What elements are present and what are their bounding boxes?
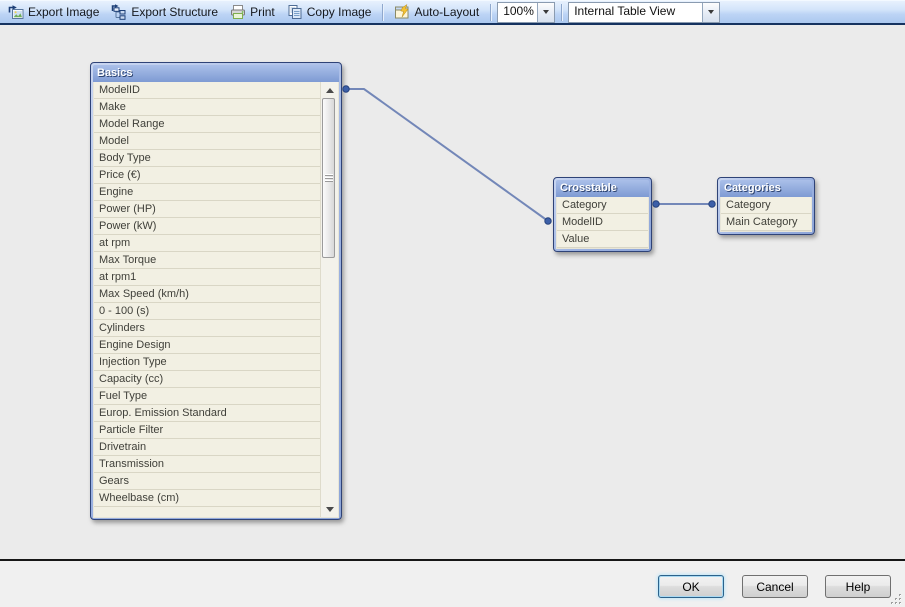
toolbar-button-label: Print	[250, 5, 275, 19]
table-row[interactable]: Fuel Type	[94, 388, 320, 405]
chevron-down-icon[interactable]	[702, 2, 720, 22]
table-row[interactable]: ModelID	[557, 214, 648, 231]
table-row[interactable]: Body Type	[94, 150, 320, 167]
scroll-up-arrow-icon[interactable]	[321, 82, 338, 98]
view-mode-select[interactable]: Internal Table View	[568, 1, 721, 23]
table-row[interactable]: Make	[94, 99, 320, 116]
print-button[interactable]: Print	[225, 2, 280, 22]
print-icon	[230, 4, 246, 20]
table-row[interactable]: Category	[721, 197, 811, 214]
table-row[interactable]: Particle Filter	[94, 422, 320, 439]
resize-grip-icon[interactable]	[889, 592, 902, 605]
table-row[interactable]: Power (HP)	[94, 201, 320, 218]
table-row[interactable]: Category	[557, 197, 648, 214]
table-row[interactable]: Value	[557, 231, 648, 248]
toolbar-separator	[490, 3, 492, 21]
table-row[interactable]: Drivetrain	[94, 439, 320, 456]
vertical-scrollbar[interactable]	[320, 82, 338, 517]
connection-dot	[652, 200, 660, 208]
table-row[interactable]: Max Speed (km/h)	[94, 286, 320, 303]
table-row[interactable]: ModelID	[94, 82, 320, 99]
chevron-down-icon[interactable]	[537, 2, 555, 22]
table-row[interactable]: Price (€)	[94, 167, 320, 184]
export-structure-icon	[111, 4, 127, 20]
auto-layout-icon	[394, 4, 410, 20]
copy-image-button[interactable]: Copy Image	[282, 2, 377, 22]
cancel-button[interactable]: Cancel	[742, 575, 808, 598]
table-row[interactable]: Max Torque	[94, 252, 320, 269]
table-row[interactable]: at rpm1	[94, 269, 320, 286]
toolbar-button-label: Export Image	[28, 5, 100, 19]
table-row[interactable]: Engine	[94, 184, 320, 201]
auto-layout-button[interactable]: Auto-Layout	[389, 2, 484, 22]
help-button[interactable]: Help	[825, 575, 891, 598]
toolbar: Export Image Export Structure Print Copy…	[0, 0, 905, 25]
export-structure-button[interactable]: Export Structure	[106, 2, 223, 22]
table-row[interactable]: Model Range	[94, 116, 320, 133]
toolbar-button-label: Export Structure	[131, 5, 219, 19]
scroll-down-arrow-icon[interactable]	[321, 501, 338, 517]
table-row[interactable]: Cylinders	[94, 320, 320, 337]
scrollbar-grip	[324, 174, 333, 182]
toolbar-button-label: Copy Image	[306, 5, 372, 19]
table-row[interactable]: Europ. Emission Standard	[94, 405, 320, 422]
table-row[interactable]: Power (kW)	[94, 218, 320, 235]
export-image-button[interactable]: Export Image	[3, 2, 104, 22]
table-row[interactable]: 0 - 100 (s)	[94, 303, 320, 320]
dialog-footer: OK Cancel Help	[0, 561, 905, 607]
toolbar-separator	[561, 3, 563, 21]
table-row[interactable]: at rpm	[94, 235, 320, 252]
zoom-level-select[interactable]: 100%	[497, 1, 556, 23]
copy-image-icon	[287, 4, 303, 20]
footer-divider	[0, 559, 905, 561]
zoom-level-value: 100%	[503, 3, 534, 18]
table-title[interactable]: Categories	[720, 180, 812, 197]
connection-dot	[544, 217, 552, 225]
table-title[interactable]: Basics	[93, 65, 339, 82]
view-mode-value: Internal Table View	[574, 3, 676, 18]
table-row[interactable]: Injection Type	[94, 354, 320, 371]
table-row[interactable]: Wheelbase (cm)	[94, 490, 320, 507]
table-row[interactable]: Model	[94, 133, 320, 150]
connection-dot	[342, 85, 350, 93]
table-row[interactable]: Capacity (cc)	[94, 371, 320, 388]
table-row[interactable]: Gears	[94, 473, 320, 490]
toolbar-separator	[382, 3, 384, 21]
table-row[interactable]: Engine Design	[94, 337, 320, 354]
ok-button[interactable]: OK	[658, 575, 724, 598]
connection-dot	[708, 200, 716, 208]
scrollbar-thumb[interactable]	[322, 98, 335, 258]
table-row[interactable]: Main Category	[721, 214, 811, 231]
table-title[interactable]: Crosstable	[556, 180, 649, 197]
export-image-icon	[8, 4, 24, 20]
table-row[interactable]: Transmission	[94, 456, 320, 473]
toolbar-button-label: Auto-Layout	[414, 5, 480, 19]
